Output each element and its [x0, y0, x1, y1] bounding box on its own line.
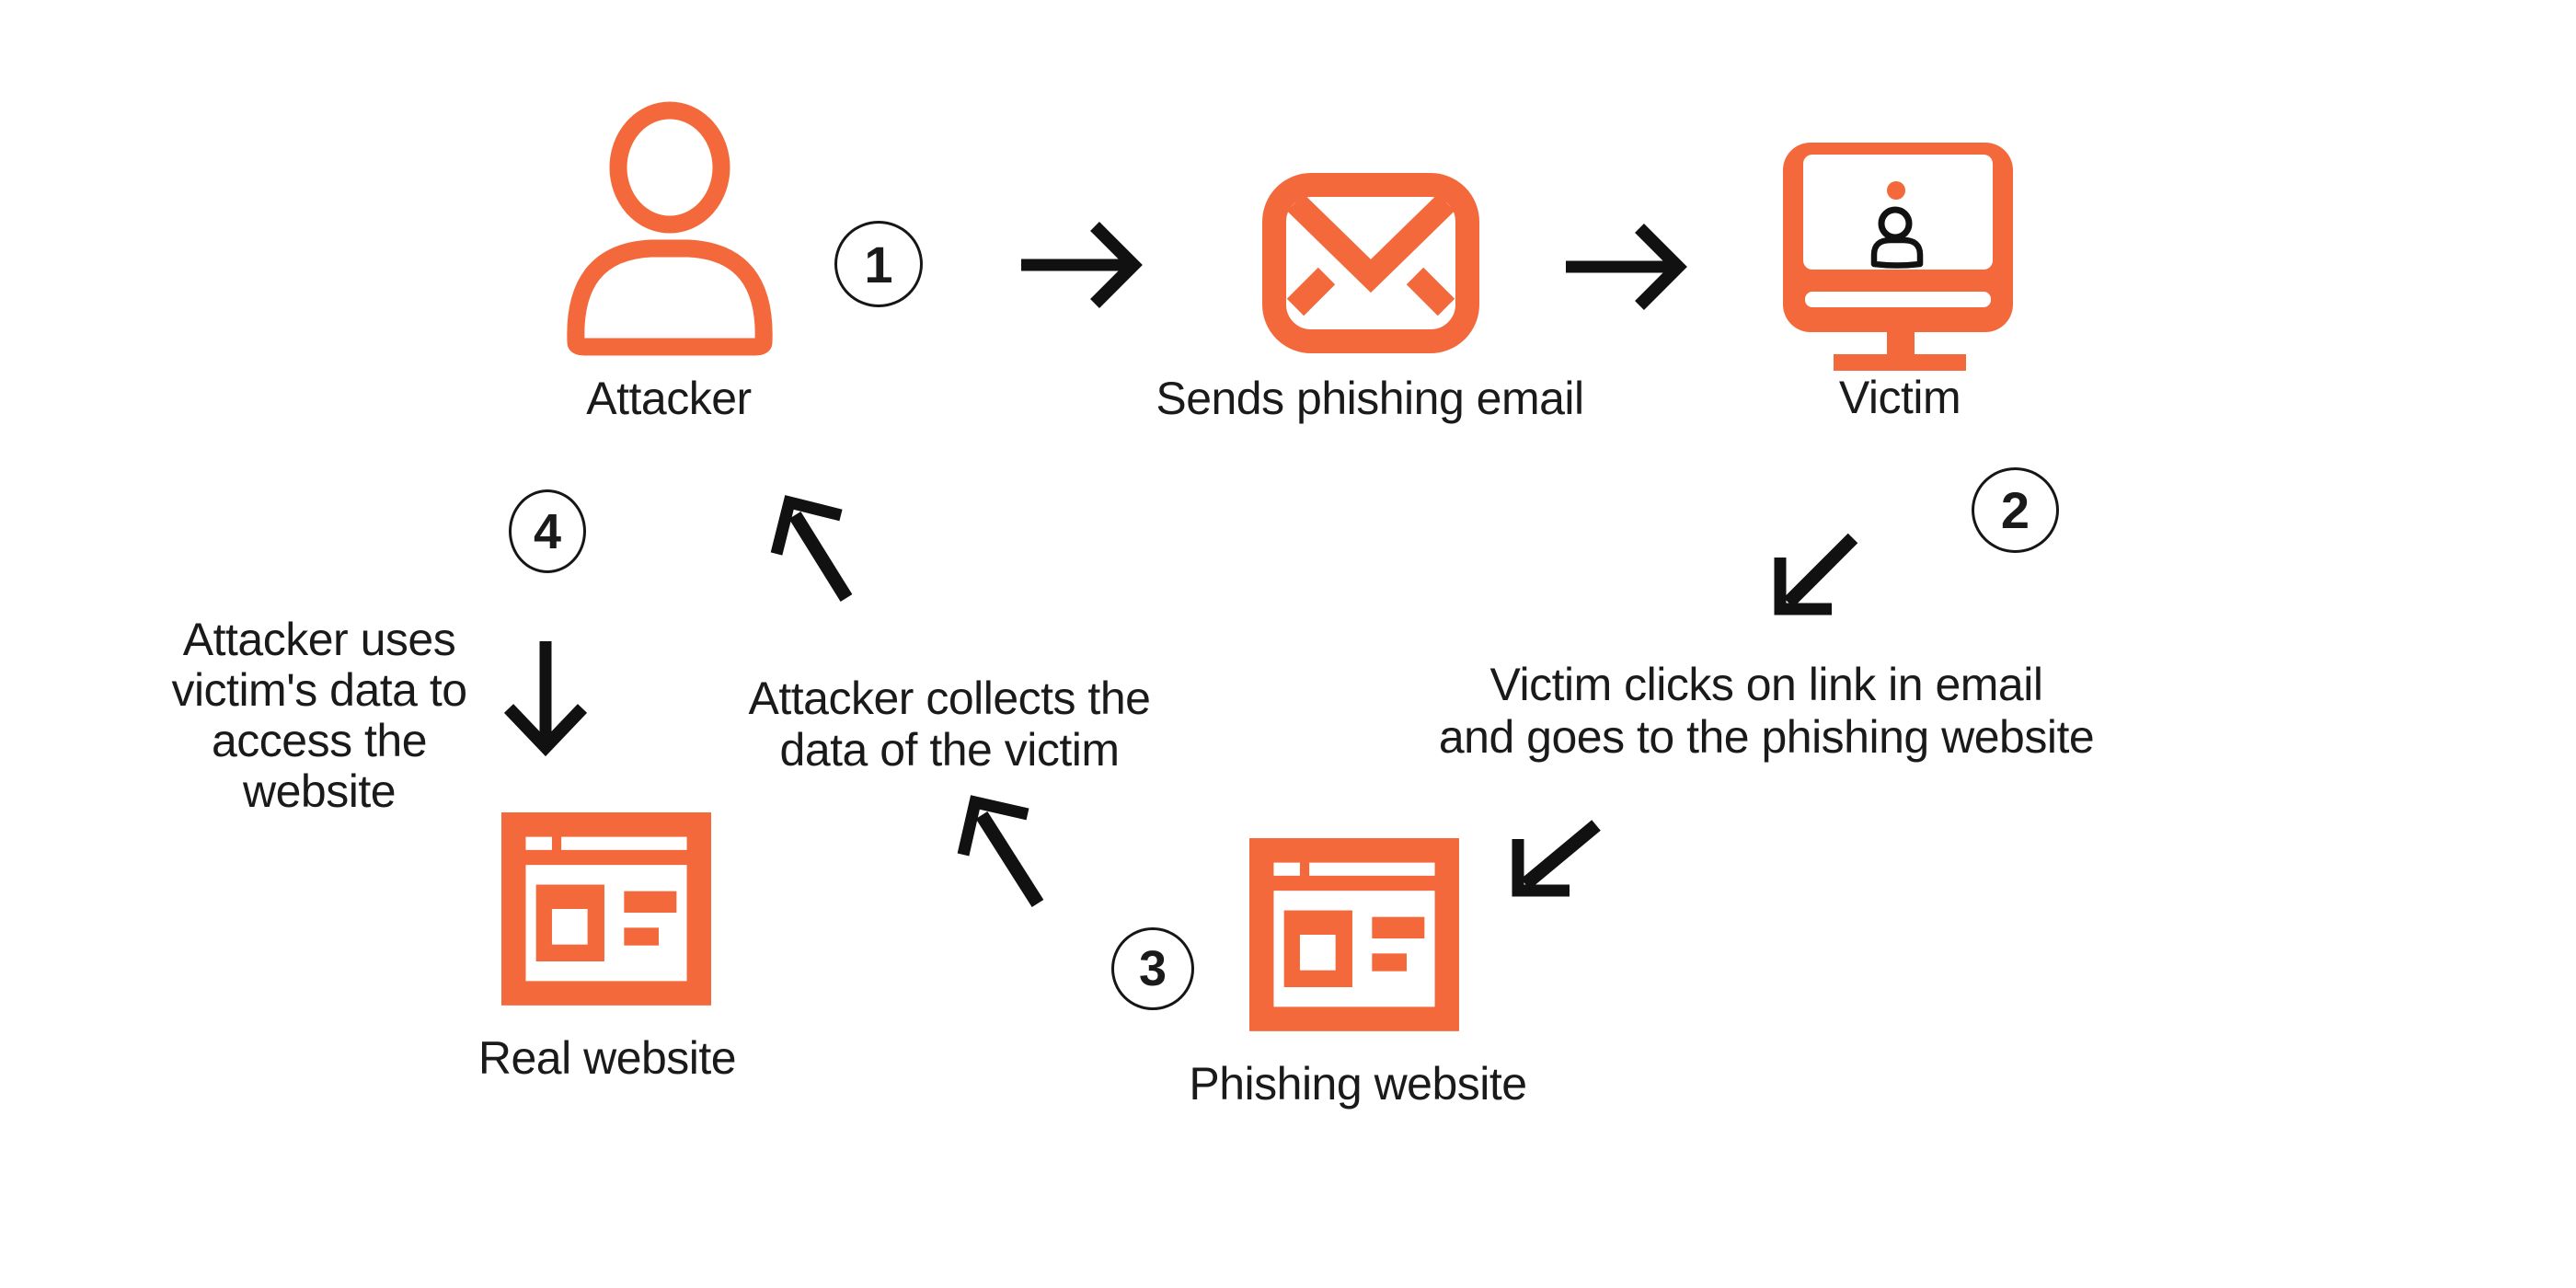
caption-line: victim's data to: [171, 664, 467, 716]
browser-window-icon: [501, 812, 711, 1006]
arrow-up-left-icon: [957, 795, 1044, 908]
step-1-number: 1: [864, 235, 893, 293]
browser-window-icon: [1249, 838, 1459, 1031]
step-2-number: 2: [2000, 481, 2030, 539]
attacker-label: Attacker: [586, 373, 752, 424]
step-2-badge: 2: [1972, 467, 2059, 553]
arrow-right-icon: [1021, 222, 1143, 308]
step-1-badge: 1: [834, 221, 923, 307]
step-2-caption: Victim clicks on link in email and goes …: [1306, 659, 2226, 764]
step-4-caption: Attacker uses victim's data to access th…: [135, 615, 503, 817]
caption-line: Attacker collects the: [748, 673, 1151, 724]
arrow-right-icon: [1566, 224, 1687, 310]
email-label: Sends phishing email: [1156, 373, 1584, 424]
caption-line: and goes to the phishing website: [1438, 711, 2095, 763]
victim-label: Victim: [1838, 372, 1961, 423]
caption-line: Attacker uses: [182, 614, 456, 665]
monitor-user-icon: [1783, 143, 2013, 371]
caption-line: website: [242, 765, 397, 817]
person-icon: [567, 101, 773, 356]
step-3-badge: 3: [1111, 927, 1194, 1010]
phishing-site-label: Phishing website: [1189, 1058, 1527, 1110]
step-4-badge: 4: [509, 489, 586, 573]
arrow-up-left-icon: [770, 495, 853, 602]
caption-line: data of the victim: [779, 724, 1120, 776]
caption-line: access the: [211, 715, 428, 766]
step-3-number: 3: [1138, 941, 1167, 996]
arrow-down-left-icon: [1774, 533, 1858, 615]
envelope-icon: [1262, 173, 1479, 353]
arrow-down-icon: [503, 641, 588, 757]
caption-line: Victim clicks on link in email: [1489, 659, 2043, 710]
arrow-down-left-icon: [1512, 820, 1601, 897]
step-4-number: 4: [533, 503, 562, 559]
step-3-caption: Attacker collects the data of the victim: [719, 673, 1179, 776]
real-site-label: Real website: [477, 1032, 737, 1084]
